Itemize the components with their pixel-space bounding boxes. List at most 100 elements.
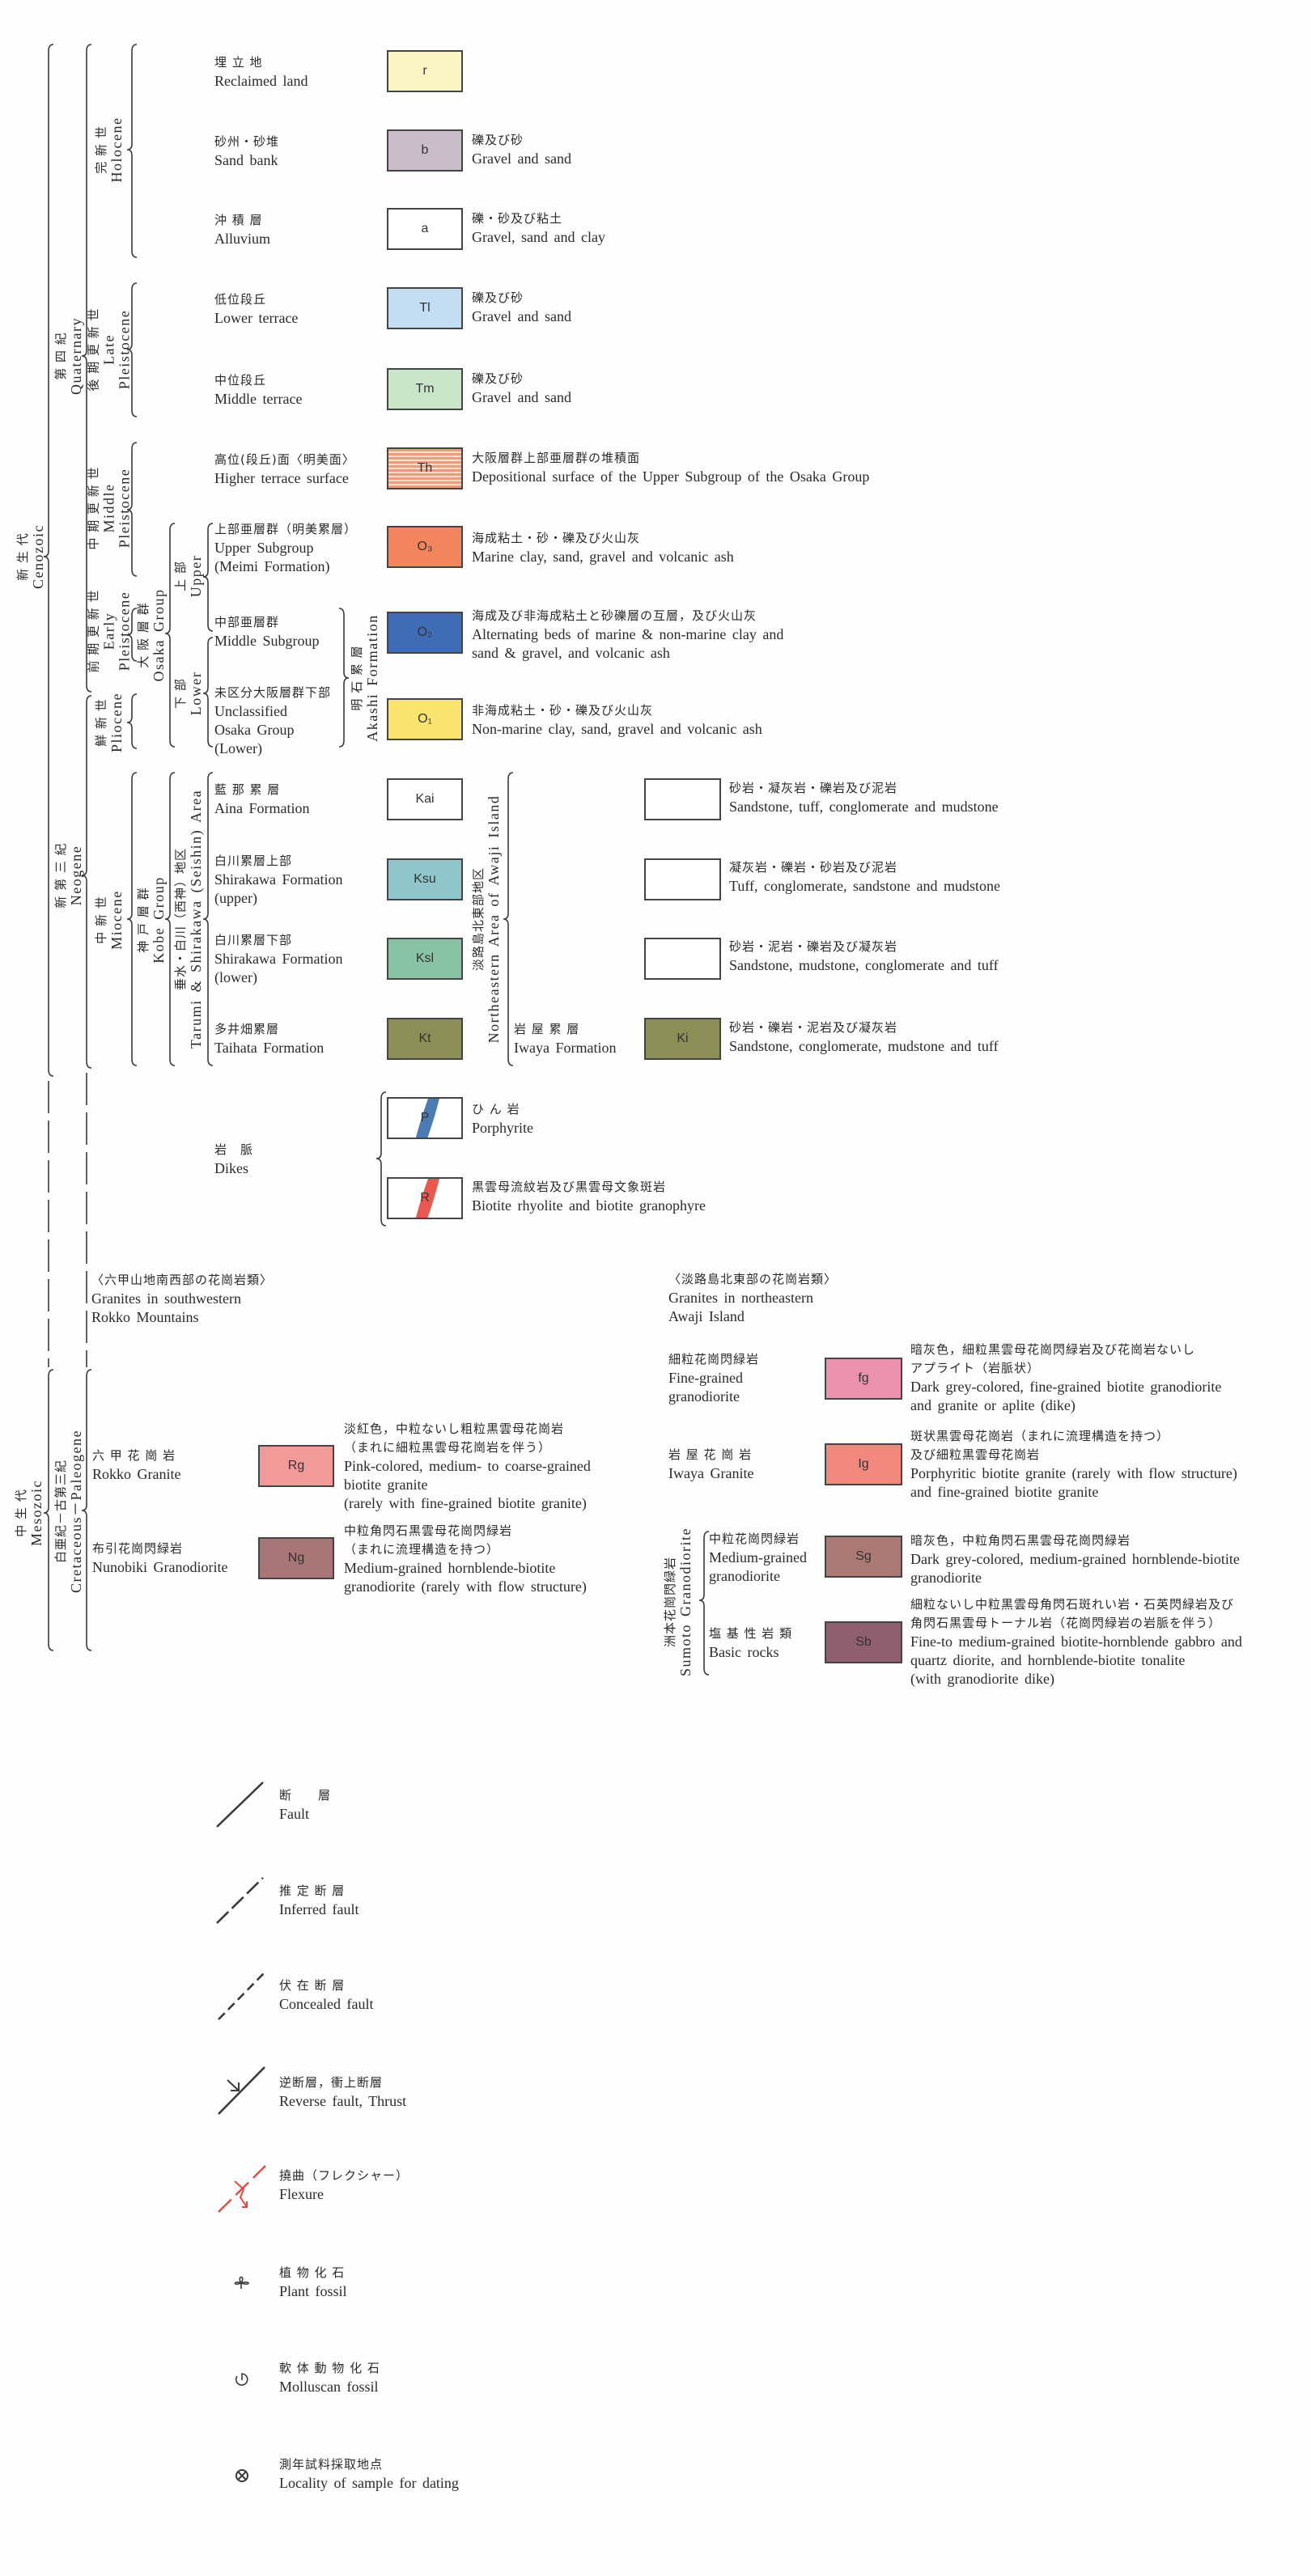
epoch-holocene-line: Holocene <box>108 117 125 183</box>
era-cenozoic-line: 新 生 代 <box>15 532 30 581</box>
granite-box-ig-code: Ig <box>858 1457 869 1471</box>
unit-box-ksu-code: Ksu <box>414 872 436 886</box>
symbol-label-molluscan-fossil-line: 軟 体 動 物 化 石 <box>279 2361 380 2375</box>
unit-box-kai: Kai <box>387 778 463 820</box>
epoch-late-pleistocene-line: Late <box>100 334 117 365</box>
unit-label-o3: 上部亜層群（明美累層）Upper Subgroup(Meimi Formatio… <box>214 520 357 576</box>
unit-label-tm-line: 中位段丘 <box>214 373 267 388</box>
group-kobe-line: Kobe Group <box>151 876 167 964</box>
upper-brace <box>202 523 214 632</box>
granite-description-ig-line: Porphyritic biotite granite (rarely with… <box>910 1465 1237 1481</box>
dating-sample-icon <box>235 2469 248 2482</box>
unit-description-a-line: Gravel, sand and clay <box>472 229 605 245</box>
granites-sw-heading-line: Rokko Mountains <box>91 1309 199 1325</box>
unit-box-b-code: b <box>421 143 429 157</box>
symbol-label-dating-sample-line: 測年試料採取地点 <box>279 2457 384 2472</box>
awaji-description-a3-line: Sandstone, mudstone, conglomerate and tu… <box>729 957 999 973</box>
unit-label-ksl-line: 白川累層下部 <box>214 933 293 947</box>
unit-label-kai-line: 藍 那 累 層 <box>214 782 281 797</box>
unit-box-o3-code: O₃ <box>417 540 433 553</box>
unit-label-b-line: 砂州・砂堆 <box>214 134 280 149</box>
symbol-label-fault-line: 断 層 <box>279 1788 332 1803</box>
granite-description-rg-line: (rarely with fine-grained biotite granit… <box>344 1495 587 1511</box>
dike-box-rhyolite-code: R <box>420 1191 430 1205</box>
unit-description-o3-line: Marine clay, sand, gravel and volcanic a… <box>472 549 734 565</box>
dike-description-porphyrite-line: Porphyrite <box>472 1120 533 1136</box>
unit-description-o2-line: Alternating beds of marine & non-marine … <box>472 626 784 642</box>
granite-label-ng-line: Nunobiki Granodiorite <box>92 1559 228 1575</box>
unit-label-o1-line: Unclassified <box>214 703 287 719</box>
granite-description-ng-line: 中粒角閃石黒雲母花崗閃緑岩 <box>344 1523 513 1538</box>
granites-ne-heading-line: Granites in northeastern <box>668 1290 813 1306</box>
granite-label-rg-line: Rokko Granite <box>92 1466 181 1482</box>
period-neogene-line: Neogene <box>68 845 84 906</box>
holocene-brace <box>126 44 138 258</box>
granites-ne-heading-line: Awaji Island <box>668 1308 745 1324</box>
awaji-description-ki-line: 砂岩・礫岩・泥岩及び凝灰岩 <box>729 1020 898 1035</box>
unit-label-o2-line: 中部亜層群 <box>214 615 280 629</box>
unit-label-tl-line: Lower terrace <box>214 310 299 326</box>
granite-box-sb-code: Sb <box>855 1635 872 1649</box>
unit-box-tm-code: Tm <box>415 382 435 396</box>
unit-box-o2-code: O₂ <box>417 625 433 639</box>
unit-description-th-line: Depositional surface of the Upper Subgro… <box>472 468 870 485</box>
granite-description-sb-line: Fine-to medium-grained biotite-hornblend… <box>910 1633 1242 1650</box>
reverse-fault-arrow-icon <box>227 2079 240 2091</box>
granites-ne-heading-line: 〈淡路島北東部の花崗岩類〉 <box>668 1272 838 1286</box>
unit-label-a-line: 沖 積 層 <box>214 213 263 227</box>
awaji-box-a1 <box>644 778 721 820</box>
unit-box-ksl-code: Ksl <box>415 951 435 965</box>
granite-description-sg-line: Dark grey-colored, medium-grained hornbl… <box>910 1551 1240 1567</box>
era-mesozoic-line: 中 生 代 <box>14 1489 28 1537</box>
subdivision-upper-line: Upper <box>188 554 204 598</box>
symbol-label-molluscan-fossil-line: Molluscan fossil <box>279 2379 379 2395</box>
unit-label-th-line: Higher terrace surface <box>214 470 349 486</box>
unit-label-tl-line: 低位段丘 <box>214 292 267 307</box>
granite-box-sg: Sg <box>825 1536 902 1578</box>
granite-label-sg-line: Medium-grained <box>709 1549 807 1566</box>
sumoto-brace <box>698 1531 710 1676</box>
unit-box-tl: Tl <box>387 287 463 329</box>
period-quaternary-line: Quaternary <box>68 317 84 395</box>
era-mesozoic-line: Mesozoic <box>28 1480 45 1546</box>
symbol-label-flexure-line: 撓曲（フレクシャー） <box>279 2168 409 2183</box>
awaji-description-a2-line: 凝灰岩・礫岩・砂岩及び泥岩 <box>729 860 898 875</box>
granite-description-rg-line: biotite granite <box>344 1477 428 1493</box>
granite-description-fg: 暗灰色，細粒黒雲母花崗閃緑岩及び花崗岩ないしアプライト（岩脈状）Dark gre… <box>910 1341 1221 1415</box>
unit-description-tl-line: 礫及び砂 <box>472 290 524 305</box>
granite-box-rg: Rg <box>258 1445 334 1487</box>
akashi-formation-label-line: 明 石 累 層 <box>350 645 364 711</box>
epoch-miocene-line: Miocene <box>108 890 125 950</box>
unit-box-th-code: Th <box>417 461 433 475</box>
unit-box-o1: O₁ <box>387 698 463 740</box>
epoch-early-pleistocene-line: 前 期 更 新 世 <box>86 589 101 673</box>
dikes-label-line: 岩 脈 <box>214 1142 254 1157</box>
granite-label-sb-line: 塩 基 性 岩 類 <box>709 1626 793 1641</box>
symbol-label-reverse-fault-line: Reverse fault, Thrust <box>279 2093 407 2109</box>
unit-description-b-line: Gravel and sand <box>472 150 571 167</box>
unit-box-kt-code: Kt <box>418 1032 431 1045</box>
unit-box-o2: O₂ <box>387 612 463 654</box>
akashi-formation-brace <box>338 608 350 748</box>
symbol-label-reverse-fault-line: 逆断層，衝上断層 <box>279 2075 384 2090</box>
granite-box-ig: Ig <box>825 1443 902 1485</box>
symbol-label-flexure: 撓曲（フレクシャー）Flexure <box>279 2167 409 2204</box>
granite-description-sg-line: granodiorite <box>910 1570 982 1586</box>
symbol-label-plant-fossil-line: Plant fossil <box>279 2283 347 2299</box>
symbol-label-inferred-fault-line: 推 定 断 層 <box>279 1883 346 1898</box>
